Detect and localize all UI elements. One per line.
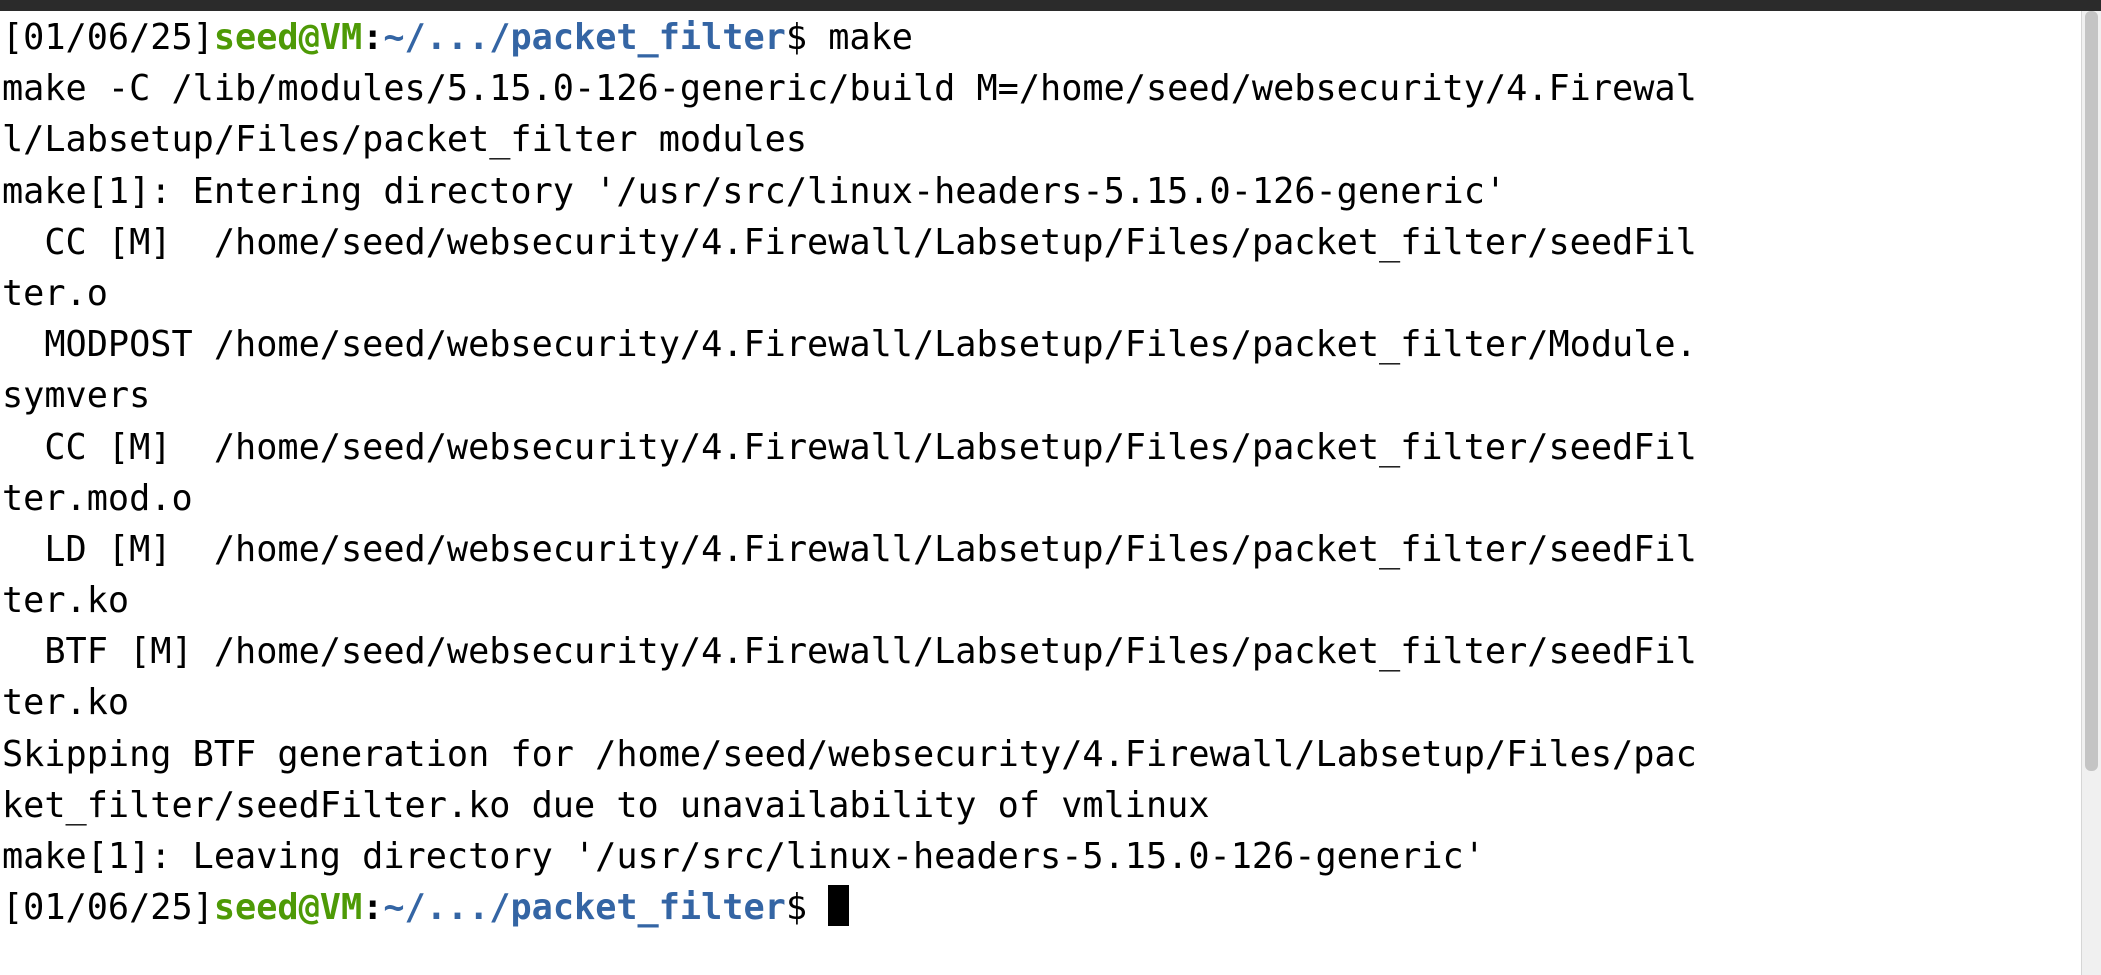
output-line: ket_filter/seedFilter.ko due to unavaila… (2, 784, 1210, 826)
output-line: l/Labsetup/Files/packet_filter modules (2, 119, 808, 161)
prompt-colon: : (362, 887, 384, 929)
output-line: ter.mod.o (2, 477, 193, 519)
prompt-timestamp: [01/06/25] (2, 887, 214, 929)
text-cursor (828, 885, 850, 927)
prompt-dollar: $ (785, 887, 829, 929)
prompt-user-host: seed@VM (213, 17, 363, 58)
prompt-line-last: [01/06/25]seed@VM:~/.../packet_filter$ (2, 882, 2081, 933)
prompt-user-host: seed@VM (213, 887, 363, 929)
terminal-title-bar (0, 0, 2101, 11)
prompt-path: ~/.../packet_filter (383, 887, 786, 929)
typed-command: make (828, 17, 913, 58)
prompt-path: ~/.../packet_filter (383, 17, 786, 58)
output-line: make[1]: Leaving directory '/usr/src/lin… (2, 836, 1485, 877)
vertical-scrollbar[interactable] (2081, 11, 2101, 975)
output-line: ter.ko (2, 682, 130, 724)
terminal-output-area[interactable]: [01/06/25]seed@VM:~/.../packet_filter$ m… (0, 11, 2081, 975)
output-line: LD [M] /home/seed/websecurity/4.Firewall… (2, 528, 1697, 570)
command-output-block: make -C /lib/modules/5.15.0-126-generic/… (2, 63, 2081, 882)
prompt-colon: : (362, 17, 384, 58)
prompt-timestamp: [01/06/25] (2, 17, 214, 58)
output-line: CC [M] /home/seed/websecurity/4.Firewall… (2, 426, 1697, 468)
prompt-line-first: [01/06/25]seed@VM:~/.../packet_filter$ m… (2, 12, 2081, 63)
output-line: MODPOST /home/seed/websecurity/4.Firewal… (2, 324, 1697, 366)
output-line: make[1]: Entering directory '/usr/src/li… (2, 170, 1507, 212)
output-line: symvers (2, 375, 151, 417)
output-line: make -C /lib/modules/5.15.0-126-generic/… (2, 68, 1697, 110)
scrollbar-thumb[interactable] (2085, 11, 2098, 771)
output-line: ter.o (2, 272, 108, 314)
output-line: BTF [M] /home/seed/websecurity/4.Firewal… (2, 631, 1697, 673)
output-line: CC [M] /home/seed/websecurity/4.Firewall… (2, 221, 1697, 263)
output-line: ter.ko (2, 580, 130, 622)
output-line: Skipping BTF generation for /home/seed/w… (2, 733, 1697, 775)
prompt-dollar: $ (785, 17, 829, 58)
